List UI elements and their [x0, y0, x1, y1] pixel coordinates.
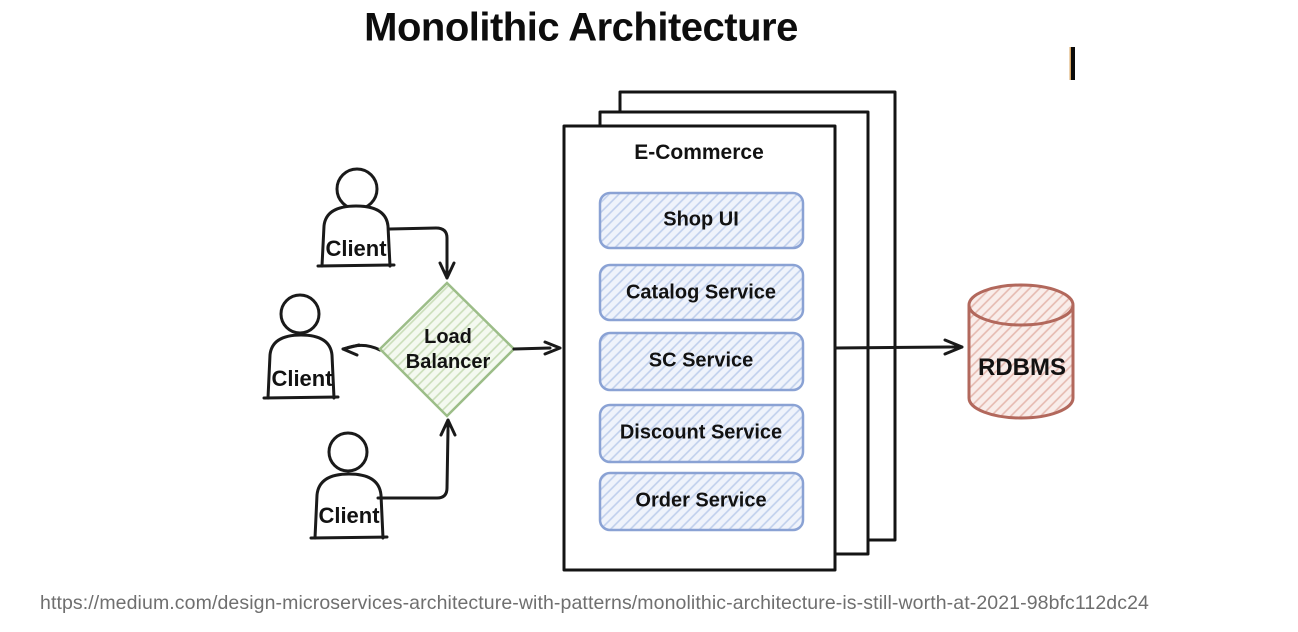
page-title: Monolithic Architecture	[364, 5, 798, 50]
service-label: Order Service	[635, 489, 767, 512]
client-icon	[309, 431, 389, 540]
service-box	[598, 331, 805, 392]
load-balancer-label-line1: Load	[424, 326, 472, 348]
load-balancer-label: Load Balancer	[406, 325, 491, 375]
arrow-top-client-to-lb	[388, 226, 456, 280]
source-url: https://medium.com/design-microservices-…	[40, 592, 1149, 614]
arrow-lb-to-middle-client	[341, 343, 382, 357]
service-label: Catalog Service	[625, 281, 777, 304]
arrow-bottom-client-to-lb	[376, 418, 457, 500]
client-label: Client	[325, 236, 387, 261]
database-label: RDBMS	[978, 354, 1066, 381]
service-box	[598, 471, 805, 532]
client-label: Client	[318, 503, 380, 528]
service-box	[598, 191, 805, 250]
service-boxes	[598, 191, 805, 532]
arrow-lb-to-monolith	[512, 340, 562, 356]
service-box	[598, 263, 805, 322]
arrow-monolith-to-rdbms	[833, 338, 964, 356]
service-box	[598, 403, 805, 464]
load-balancer-label-line2: Balancer	[405, 351, 491, 373]
monolith-title: E-Commerce	[634, 141, 764, 164]
service-label: Shop UI	[663, 208, 739, 231]
service-label: Discount Service	[619, 421, 783, 444]
database-cylinder	[967, 283, 1075, 420]
service-label: SC Service	[648, 349, 754, 372]
load-balancer-diamond	[378, 281, 516, 418]
text-cursor[interactable]	[1071, 47, 1075, 80]
client-icon	[262, 293, 340, 400]
client-icon	[316, 167, 396, 268]
client-label: Client	[271, 366, 333, 391]
